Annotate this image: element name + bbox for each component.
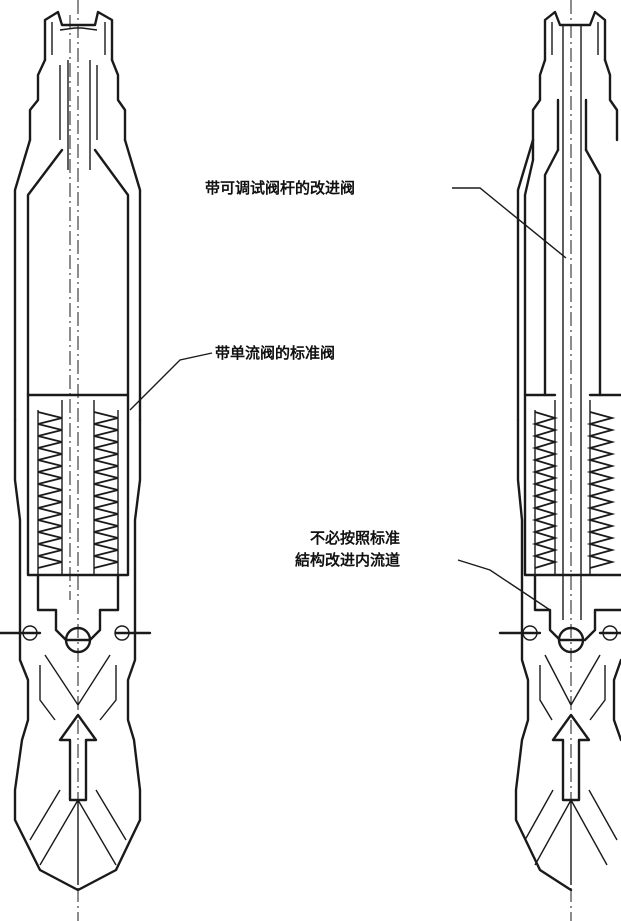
leader-flow-channel [457, 559, 551, 611]
label-flow-channel-line1: 不必按照标准 [310, 529, 401, 547]
leader-improved-valve [452, 187, 567, 259]
leader-standard-valve [129, 352, 213, 411]
improved-valve-drawing [498, 0, 621, 921]
standard-valve-drawing [0, 0, 152, 921]
label-standard-valve: 带单流阀的标准阀 [215, 344, 336, 362]
label-flow-channel-line2: 結构改进内流道 [295, 551, 401, 569]
label-improved-valve: 带可调试阀杆的改进阀 [205, 179, 356, 197]
